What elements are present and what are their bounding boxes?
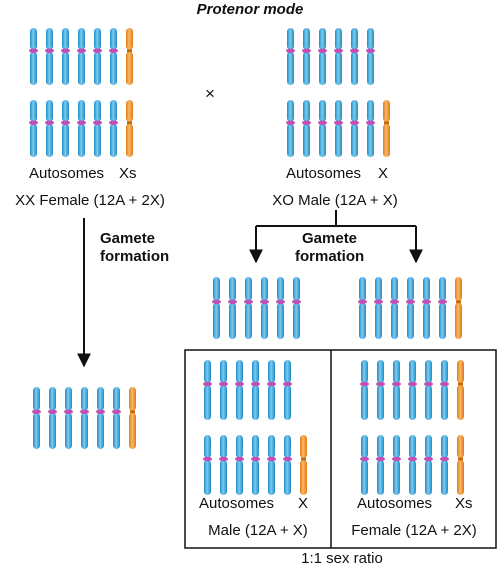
autosome (302, 100, 311, 157)
autosome (96, 387, 105, 449)
autosome (286, 28, 295, 85)
autosome (267, 360, 276, 420)
male-parent-description: XO Male (12A + X) (272, 192, 397, 209)
offspring-male-description: Male (12A + X) (208, 522, 308, 539)
autosome (61, 28, 70, 85)
autosome (93, 100, 102, 157)
offspring-male-sex-label: X (298, 495, 308, 512)
x-chromosome (455, 277, 462, 339)
autosome (392, 360, 401, 420)
autosome (112, 387, 121, 449)
offspring-female-sex-label: Xs (455, 495, 473, 512)
autosome (283, 360, 292, 420)
autosome (358, 277, 367, 339)
autosome (276, 277, 285, 339)
female-sex-label: Xs (119, 165, 137, 182)
autosome (438, 277, 447, 339)
autosome (408, 360, 417, 420)
autosome (93, 28, 102, 85)
autosome (350, 100, 359, 157)
autosome (212, 277, 221, 339)
autosome (235, 360, 244, 420)
male-sex-label: X (378, 165, 388, 182)
male-gamete-formation-line2: formation (295, 248, 364, 265)
sex-ratio-caption: 1:1 sex ratio (301, 550, 383, 567)
autosome (251, 360, 260, 420)
autosome (77, 28, 86, 85)
male-gamete-formation-line1: Gamete (302, 230, 357, 247)
autosome (45, 100, 54, 157)
chromosome-layer (29, 28, 464, 495)
autosome (32, 387, 41, 449)
autosome (360, 360, 369, 420)
x-chromosome (126, 100, 133, 157)
autosome (292, 277, 301, 339)
autosome (109, 28, 118, 85)
autosome (80, 387, 89, 449)
offspring-female-description: Female (12A + 2X) (351, 522, 476, 539)
autosome (267, 435, 276, 495)
x-chromosome (129, 387, 136, 449)
autosome (376, 360, 385, 420)
autosome (260, 277, 269, 339)
autosome (424, 435, 433, 495)
autosome (318, 100, 327, 157)
autosome (64, 387, 73, 449)
female-gamete-formation-line1: Gamete (100, 230, 155, 247)
female-gamete-formation-line2: formation (100, 248, 169, 265)
autosome (219, 435, 228, 495)
autosome (77, 100, 86, 157)
autosome (408, 435, 417, 495)
autosome (350, 28, 359, 85)
autosome (392, 435, 401, 495)
autosome (318, 28, 327, 85)
autosome (48, 387, 57, 449)
male-autosomes-label: Autosomes (286, 165, 361, 182)
autosome (228, 277, 237, 339)
autosome (440, 360, 449, 420)
cross-symbol: × (205, 84, 215, 103)
autosome (219, 360, 228, 420)
autosome (61, 100, 70, 157)
autosome (29, 100, 38, 157)
autosome (406, 277, 415, 339)
offspring-box (184, 349, 497, 549)
autosome (334, 100, 343, 157)
autosome (203, 435, 212, 495)
autosome (390, 277, 399, 339)
autosome (251, 435, 260, 495)
autosome (244, 277, 253, 339)
male-gamete-arrow (249, 210, 423, 264)
autosome (302, 28, 311, 85)
autosome (286, 100, 295, 157)
offspring-male-autosomes-label: Autosomes (199, 495, 274, 512)
x-chromosome (457, 435, 464, 495)
autosome (334, 28, 343, 85)
autosome (366, 100, 375, 157)
autosome (422, 277, 431, 339)
offspring-female-autosomes-label: Autosomes (357, 495, 432, 512)
autosome (424, 360, 433, 420)
x-chromosome (126, 28, 133, 85)
autosome (440, 435, 449, 495)
female-parent-description: XX Female (12A + 2X) (15, 192, 165, 209)
autosome (376, 435, 385, 495)
x-chromosome (300, 435, 307, 495)
autosome (374, 277, 383, 339)
autosome (283, 435, 292, 495)
x-chromosome (383, 100, 390, 157)
diagram-title: Protenor mode (197, 1, 304, 18)
autosome (235, 435, 244, 495)
x-chromosome (457, 360, 464, 420)
autosome (45, 28, 54, 85)
autosome (203, 360, 212, 420)
female-autosomes-label: Autosomes (29, 165, 104, 182)
autosome (29, 28, 38, 85)
autosome (360, 435, 369, 495)
autosome (366, 28, 375, 85)
autosome (109, 100, 118, 157)
